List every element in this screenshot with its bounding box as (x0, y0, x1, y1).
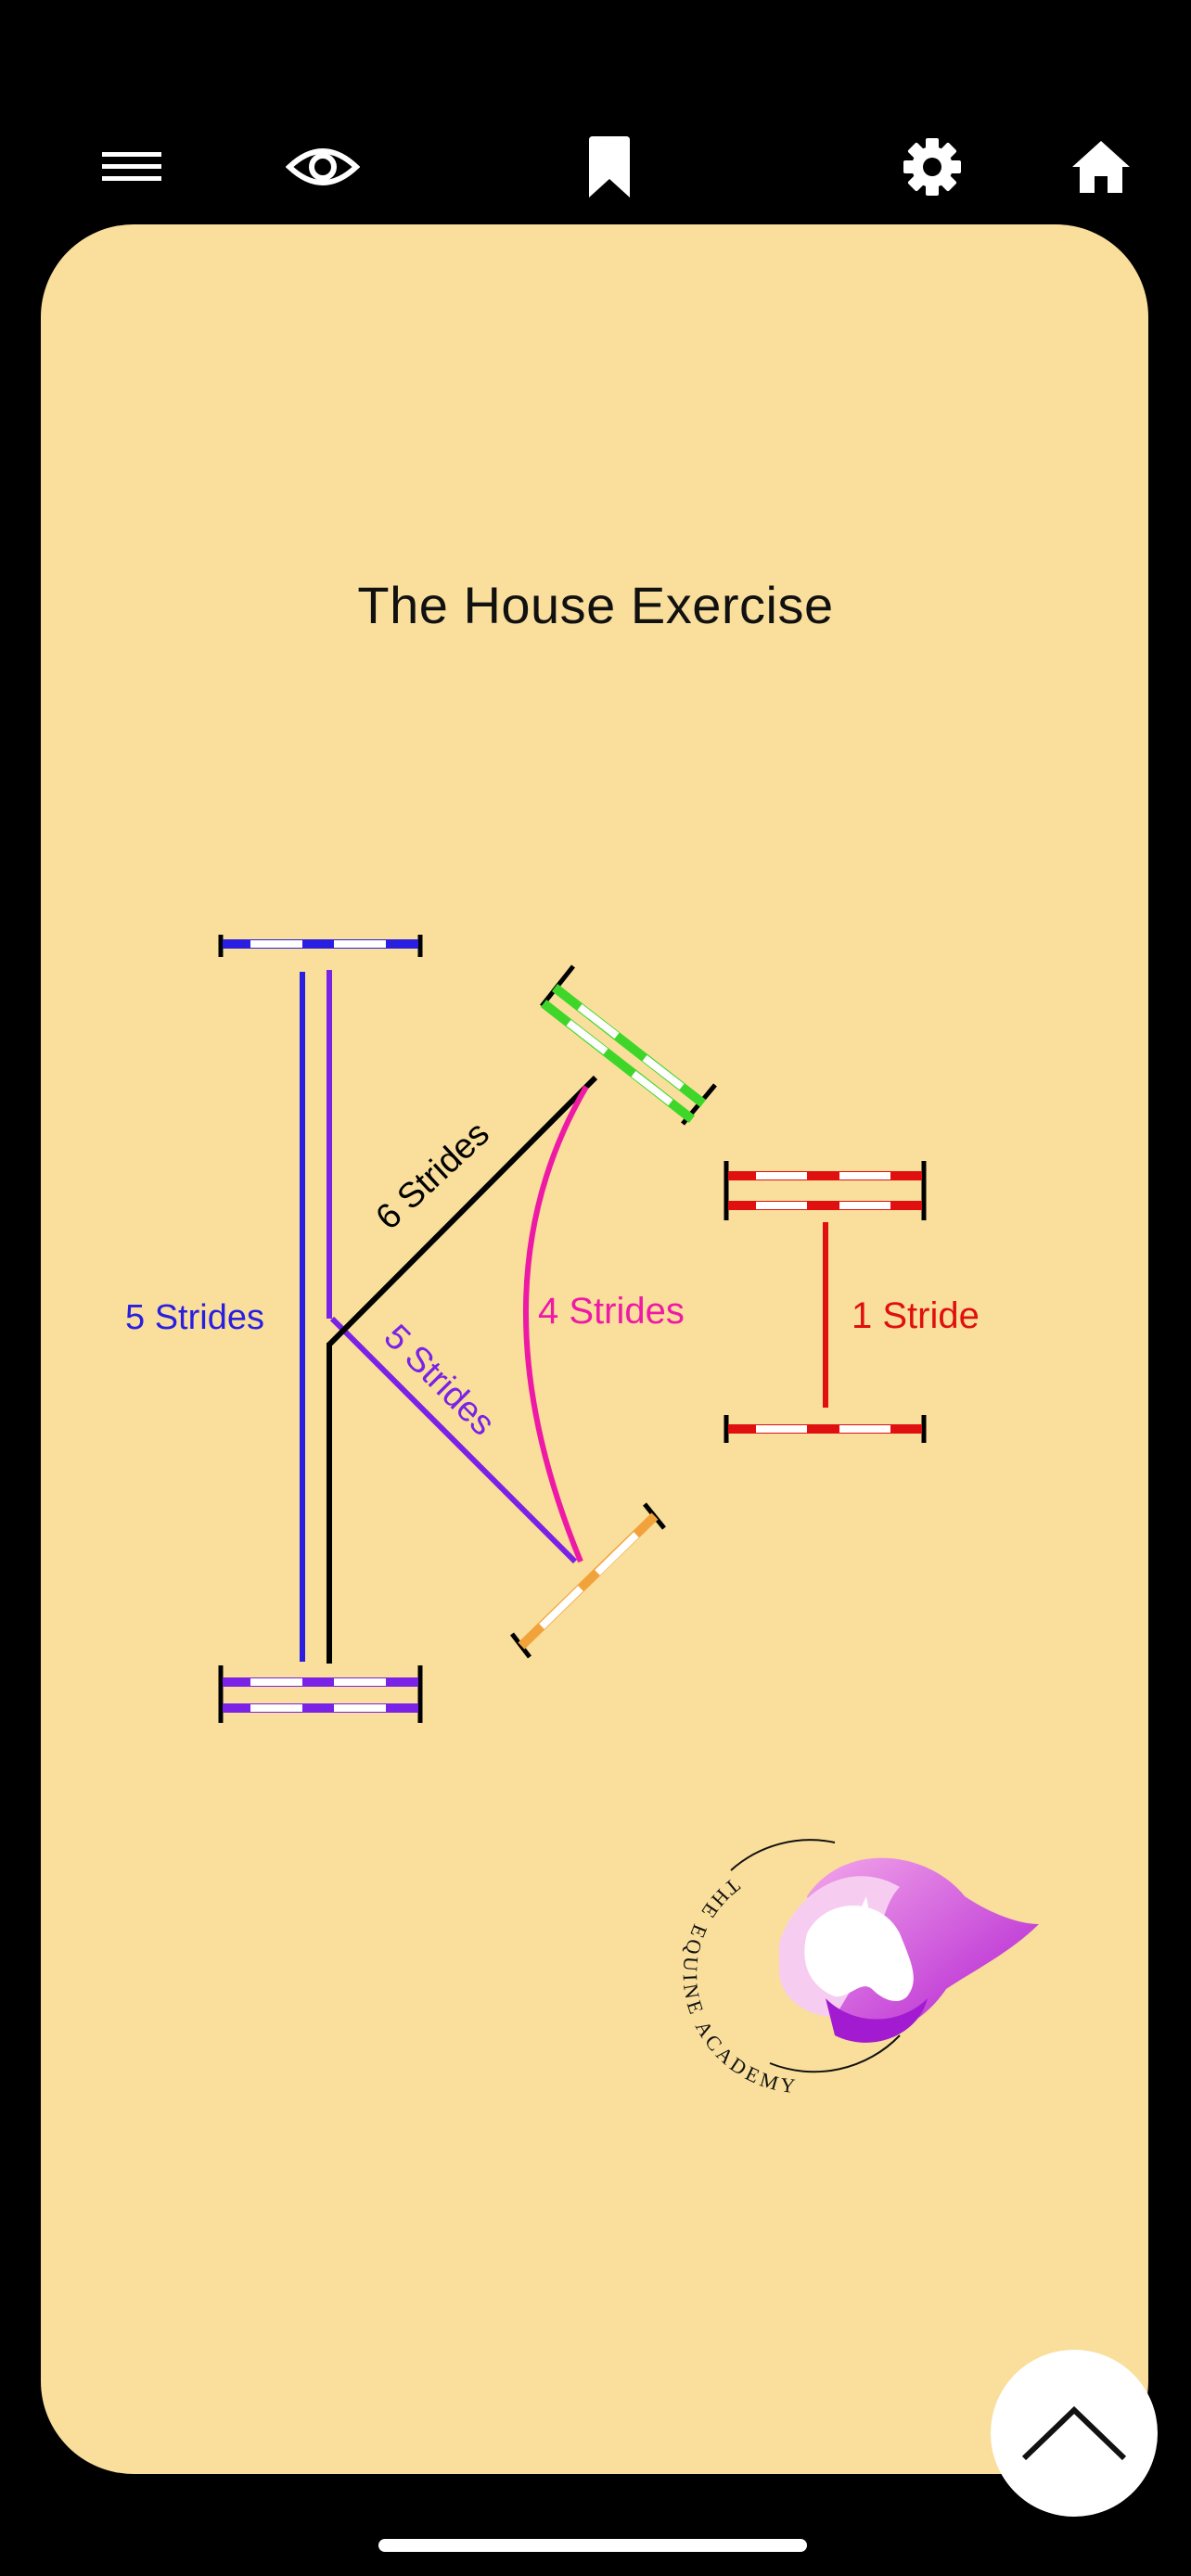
bookmark-button[interactable] (568, 121, 651, 213)
fence-green-diagonal[interactable] (540, 964, 717, 1126)
toolbar (0, 121, 1191, 213)
bookmark-icon (589, 136, 630, 198)
home-indicator[interactable] (378, 2539, 807, 2552)
svg-text:THE EQUINE ACADEMY: THE EQUINE ACADEMY (678, 1874, 800, 2098)
fence-orange-diagonal[interactable] (510, 1502, 666, 1659)
chevron-up-icon (1021, 2405, 1127, 2461)
gear-icon (903, 138, 961, 196)
fence-bottom-left-purple[interactable] (218, 1665, 423, 1723)
fence-top-left-blue[interactable] (218, 935, 423, 957)
exercise-title: The House Exercise (357, 576, 834, 634)
view-button[interactable] (281, 121, 365, 213)
eye-icon (286, 148, 360, 185)
menu-icon (102, 152, 161, 181)
logo-text: THE EQUINE ACADEMY (678, 1874, 796, 2098)
menu-button[interactable] (90, 121, 173, 213)
fence-red-bottom[interactable] (724, 1415, 927, 1443)
scroll-top-button[interactable] (991, 2350, 1158, 2517)
settings-button[interactable] (890, 121, 974, 213)
fence-red-top[interactable] (724, 1161, 927, 1220)
equine-academy-logo: THE EQUINE ACADEMY (678, 1839, 1039, 2098)
exercise-card (41, 224, 1148, 2474)
home-icon (1072, 141, 1130, 193)
home-button[interactable] (1059, 121, 1143, 213)
